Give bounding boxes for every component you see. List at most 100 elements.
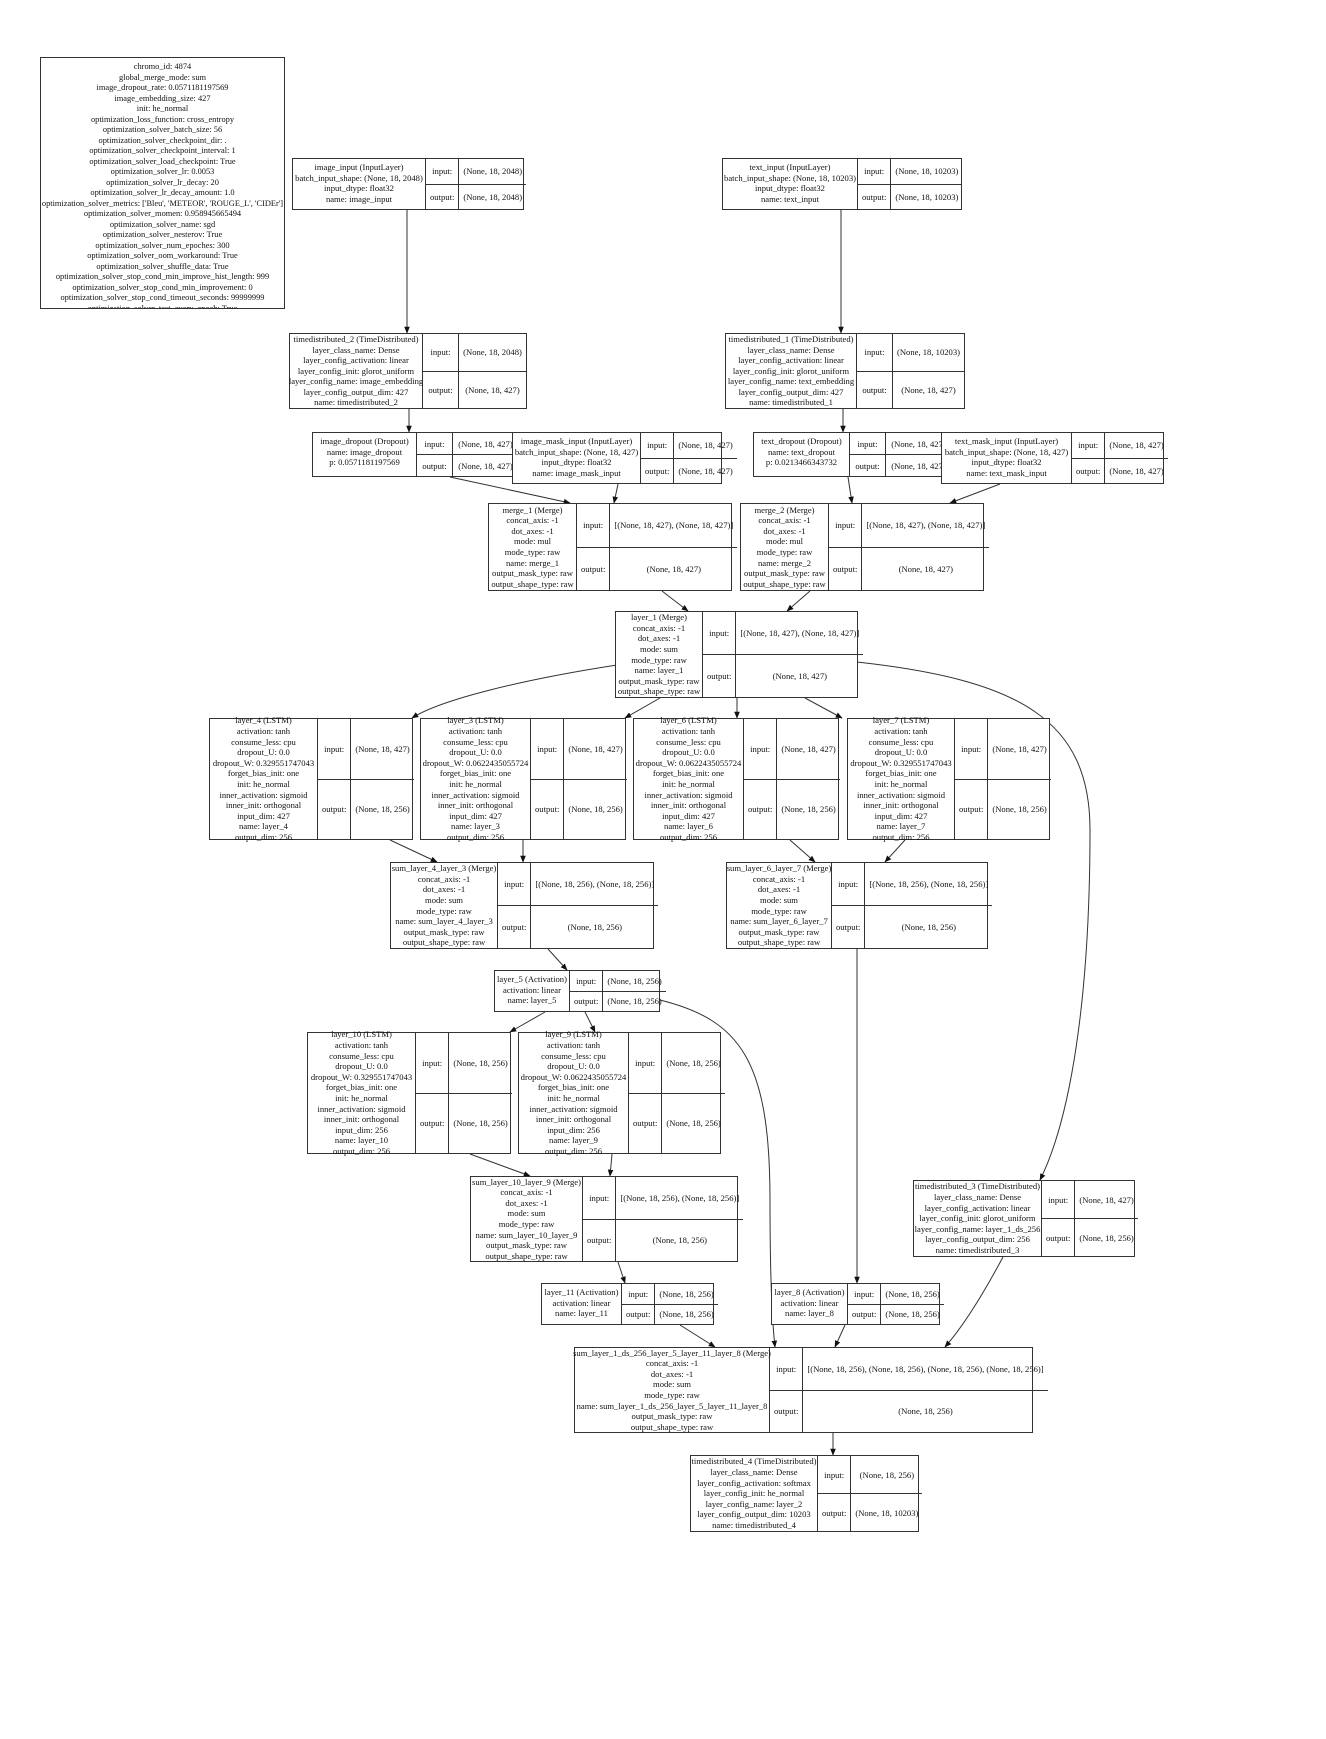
layer-attribute: mode: sum [507,1208,546,1219]
layer-attribute: concat_axis: -1 [500,1187,553,1198]
input-label: input: [1078,440,1099,451]
io-shapes: (None, 18, 10203)(None, 18, 427) [892,334,964,408]
io-labels: input:output: [1072,433,1106,483]
layer-attribute: input_dim: 427 [874,810,928,821]
layer-title: layer_11 (Activation) [544,1287,619,1297]
layer-attribute: init: he_normal [547,1093,600,1103]
hyperparameter-line: optimization_solver_batch_size: 56 [102,125,223,134]
io-labels: input:output: [818,1456,852,1531]
layer-attribute: dropout_W: 0.0622435055724 [635,757,742,768]
output-shape: (None, 18, 256) [351,778,414,840]
layer-attribute: inner_activation: sigmoid [317,1103,406,1114]
layer-attribute: input_dtype: float32 [755,183,825,194]
layer-attribute: mode_type: raw [756,547,813,557]
input-label: input: [647,440,668,451]
layer-attribute: output_shape_type: raw [617,686,701,697]
edge-layer-1-to-layer-3 [624,697,661,719]
layer-title: timedistributed_3 (TimeDistributed) [915,1181,1040,1192]
layer-attribute: dot_axes: -1 [637,633,681,644]
layer-attribute: name: sum_layer_10_layer_9 [475,1229,578,1240]
layer-attribute: mode_type: raw [498,1219,555,1229]
layer-config: image_mask_input (InputLayer)batch_input… [513,433,641,483]
layer-node-image-input[interactable]: image_input (InputLayer)batch_input_shap… [292,158,527,210]
output-shape: (None, 18, 256) [662,1092,725,1154]
io-shapes: [(None, 18, 427), (None, 18, 427)](None,… [610,504,738,590]
layer-node-sum-final[interactable]: sum_layer_1_ds_256_layer_5_layer_11_laye… [573,1347,1048,1433]
layer-attribute: output_shape_type: raw [491,578,574,589]
layer-node-timedistributed-4[interactable]: timedistributed_4 (TimeDistributed)layer… [690,1455,923,1532]
layer-attribute: name: sum_layer_4_layer_3 [395,916,493,927]
layer-attribute: layer_config_activation: linear [303,355,409,366]
layer-attribute: forget_bias_init: one [227,768,300,779]
layer-attribute: mode_type: raw [416,905,472,916]
layer-title: layer_8 (Activation) [774,1287,845,1297]
output-shape: (None, 18, 427) [674,457,737,484]
layer-attribute: output_mask_type: raw [618,675,700,686]
output-shape: (None, 18, 427) [862,546,990,591]
layer-node-timedistributed-2[interactable]: timedistributed_2 (TimeDistributed)layer… [289,333,527,409]
layer-attribute: consume_less: cpu [868,736,934,747]
io-labels: input:output: [832,863,866,948]
layer-attribute: mode: sum [425,894,463,905]
layer-attribute: layer_config_init: glorot_uniform [919,1213,1036,1224]
layer-attribute: activation: tanh [661,726,716,737]
input-label: input: [324,743,345,754]
layer-attribute: layer_config_activation: softmax [697,1477,811,1488]
layer-title: sum_layer_4_layer_3 (Merge) [391,863,497,874]
output-label: output: [583,1218,616,1262]
layer-attribute: init: he_normal [449,779,502,789]
layer-attribute: mode: mul [514,536,551,547]
output-label: output: [857,370,892,409]
layer-node-timedistributed-3[interactable]: timedistributed_3 (TimeDistributed) layer… [913,1180,1138,1257]
layer-attribute: input_dtype: float32 [971,457,1042,468]
layer-node-image-dropout[interactable]: image_dropout (Dropout)name: image_dropo… [312,432,519,477]
layer-node-sum-layer-6-layer-7[interactable]: sum_layer_6_layer_7 (Merge)concat_axis: … [726,862,993,949]
layer-node-sum-layer-10-layer-9[interactable]: sum_layer_10_layer_9 (Merge)concat_axis:… [470,1176,744,1262]
output-label: output: [426,183,459,210]
output-shape: (None, 18, 256) [655,1303,718,1325]
layer-attribute: output_dim: 256 [872,831,930,842]
hyperparameter-line: optimization_solver_stop_cond_timeout_se… [60,293,265,302]
input-shape: [(None, 18, 427), (None, 18, 427)] [740,628,860,638]
layer-node-sum-layer-4-layer-3[interactable]: sum_layer_4_layer_3 (Merge)concat_axis: … [390,862,659,949]
layer-attribute: activation: tanh [546,1040,601,1051]
input-shape: (None, 18, 10203) [896,347,960,358]
output-label: output: [622,1303,655,1325]
layer-config: timedistributed_4 (TimeDistributed)layer… [691,1456,818,1531]
layer-config: timedistributed_3 (TimeDistributed) layer… [914,1181,1042,1256]
input-shape: (None, 18, 427) [781,743,836,754]
layer-node-text-mask-input[interactable]: text_mask_input (InputLayer)batch_input_… [941,432,1168,484]
layer-attribute: consume_less: cpu [656,736,721,747]
io-labels: input:output: [629,1033,663,1153]
io-shapes: (None, 18, 427)(None, 18, 427) [453,433,518,476]
io-labels: input:output: [848,1284,882,1324]
layer-title: layer_7 (LSTM) [872,715,930,726]
layer-config: timedistributed_1 (TimeDistributed)layer… [726,334,857,408]
layer-attribute: layer_config_activation: linear [738,355,844,366]
layer-node-timedistributed-1[interactable]: timedistributed_1 (TimeDistributed)layer… [725,333,965,409]
layer-attribute: init: he_normal [335,1093,388,1103]
layer-node-image-mask-input[interactable]: image_mask_input (InputLayer)batch_input… [512,432,737,484]
layer-title: text_dropout (Dropout) [761,436,842,446]
layer-attribute: output_mask_type: raw [744,568,825,579]
layer-attribute: mode: sum [653,1379,691,1390]
layer-attribute: dropout_W: 0.0622435055724 [520,1071,627,1082]
layer-node-text-input[interactable]: text_input (InputLayer)batch_input_shape… [722,158,963,210]
layer-node-text-dropout[interactable]: text_dropout (Dropout)name: text_dropout… [753,432,952,477]
layer-attribute: layer_config_name: text_embedding [727,376,855,387]
